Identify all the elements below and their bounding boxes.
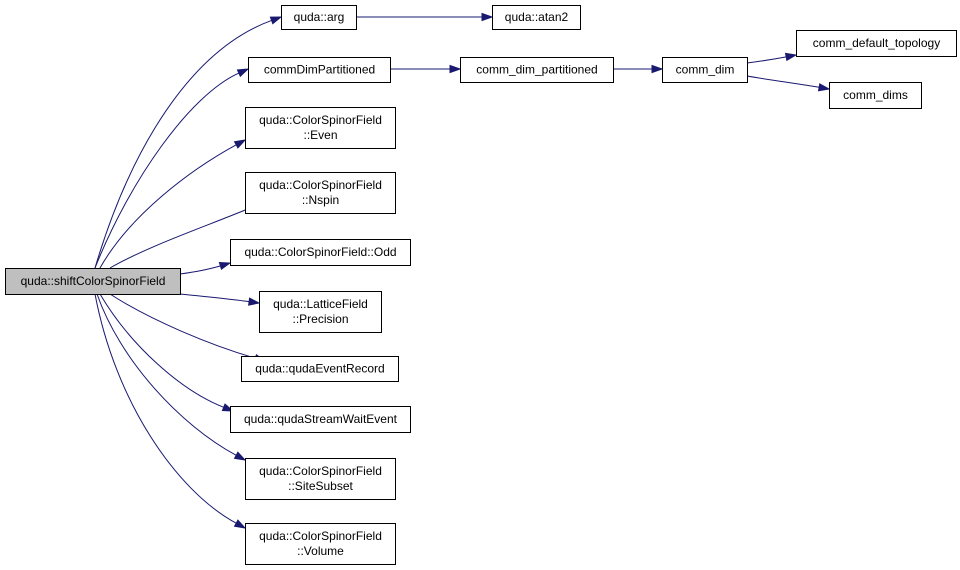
node-volume[interactable]: quda::ColorSpinorField::Volume bbox=[245, 523, 396, 565]
node-label: quda::LatticeField bbox=[273, 297, 368, 311]
node-comm_dim_partitioned[interactable]: comm_dim_partitioned bbox=[460, 57, 614, 83]
node-box bbox=[245, 523, 396, 565]
node-box bbox=[230, 406, 411, 433]
node-label: quda::ColorSpinorField bbox=[259, 464, 382, 478]
edge-root-to-precision bbox=[179, 293, 250, 303]
arrowhead-comm_default_topology bbox=[784, 52, 798, 62]
edge-root-to-odd bbox=[179, 265, 221, 275]
node-label: comm_default_topology bbox=[813, 36, 940, 50]
node-label: ::Nspin bbox=[302, 193, 339, 207]
node-label: comm_dims bbox=[843, 88, 908, 102]
node-box bbox=[245, 172, 396, 214]
edge-root-to-arg bbox=[94, 19, 272, 269]
node-comm_dim[interactable]: comm_dim bbox=[662, 57, 748, 83]
node-box bbox=[248, 57, 391, 83]
edges-layer bbox=[94, 12, 831, 529]
node-box bbox=[492, 5, 581, 30]
arrowhead-siteSubset bbox=[233, 451, 247, 461]
node-label: quda::atan2 bbox=[505, 10, 569, 24]
node-comm_dims[interactable]: comm_dims bbox=[829, 82, 922, 109]
arrowhead-comm_dim_partitioned bbox=[449, 64, 462, 74]
node-box bbox=[245, 107, 396, 149]
node-box bbox=[460, 57, 614, 83]
node-arg[interactable]: quda::arg bbox=[281, 5, 357, 30]
arrowhead-precision bbox=[248, 297, 261, 306]
node-label: quda::ColorSpinorField::Odd bbox=[244, 245, 396, 259]
edge-root-to-commDimPartitioned bbox=[94, 72, 240, 269]
node-label: quda::qudaEventRecord bbox=[255, 362, 384, 376]
edge-root-to-nspin bbox=[109, 206, 253, 269]
node-precision[interactable]: quda::LatticeField::Precision bbox=[259, 291, 382, 333]
node-label: ::Precision bbox=[292, 312, 348, 326]
arrowhead-even bbox=[233, 139, 247, 149]
node-box bbox=[259, 291, 382, 333]
node-label: quda::ColorSpinorField bbox=[259, 113, 382, 127]
node-label: ::Volume bbox=[297, 544, 344, 558]
node-label: quda::arg bbox=[294, 10, 345, 24]
arrowhead-odd bbox=[218, 261, 232, 271]
node-label: comm_dim bbox=[676, 63, 735, 77]
node-even[interactable]: quda::ColorSpinorField::Even bbox=[245, 107, 396, 149]
node-label: commDimPartitioned bbox=[264, 63, 375, 77]
edge-root-to-streamWait bbox=[99, 293, 224, 408]
edge-comm_dim-to-comm_default_topology bbox=[746, 56, 787, 64]
arrowhead-volume bbox=[233, 519, 247, 529]
node-box bbox=[230, 239, 411, 266]
node-label: comm_dim_partitioned bbox=[476, 63, 597, 77]
node-siteSubset[interactable]: quda::ColorSpinorField::SiteSubset bbox=[245, 458, 396, 500]
node-box bbox=[5, 268, 181, 295]
node-odd[interactable]: quda::ColorSpinorField::Odd bbox=[230, 239, 411, 266]
edge-comm_dim-to-comm_dims bbox=[746, 75, 820, 88]
edge-root-to-volume bbox=[94, 293, 237, 524]
node-label: quda::qudaStreamWaitEvent bbox=[244, 412, 398, 426]
node-label: quda::ColorSpinorField bbox=[259, 178, 382, 192]
node-box bbox=[281, 5, 357, 30]
arrowhead-atan2 bbox=[481, 12, 494, 22]
node-streamWait[interactable]: quda::qudaStreamWaitEvent bbox=[230, 406, 411, 433]
arrowhead-comm_dim bbox=[651, 64, 664, 74]
node-box bbox=[245, 458, 396, 500]
node-atan2[interactable]: quda::atan2 bbox=[492, 5, 581, 30]
edge-root-to-siteSubset bbox=[96, 293, 237, 456]
node-box bbox=[241, 356, 399, 382]
node-box bbox=[796, 30, 957, 57]
node-eventRecord[interactable]: quda::qudaEventRecord bbox=[241, 356, 399, 382]
node-label: ::Even bbox=[303, 128, 337, 142]
node-root[interactable]: quda::shiftColorSpinorField bbox=[5, 268, 181, 295]
node-label: quda::shiftColorSpinorField bbox=[21, 274, 166, 288]
node-box bbox=[829, 82, 922, 109]
node-commDimPartitioned[interactable]: commDimPartitioned bbox=[248, 57, 391, 83]
edge-root-to-even bbox=[99, 144, 237, 269]
node-comm_default_topology[interactable]: comm_default_topology bbox=[796, 30, 957, 57]
arrowhead-comm_dims bbox=[817, 83, 831, 92]
node-label: quda::ColorSpinorField bbox=[259, 529, 382, 543]
edge-root-to-eventRecord bbox=[109, 293, 256, 359]
arrowhead-arg bbox=[269, 16, 283, 25]
node-box bbox=[662, 57, 748, 83]
node-label: ::SiteSubset bbox=[288, 479, 353, 493]
node-nspin[interactable]: quda::ColorSpinorField::Nspin bbox=[245, 172, 396, 214]
arrowhead-commDimPartitioned bbox=[236, 68, 250, 78]
